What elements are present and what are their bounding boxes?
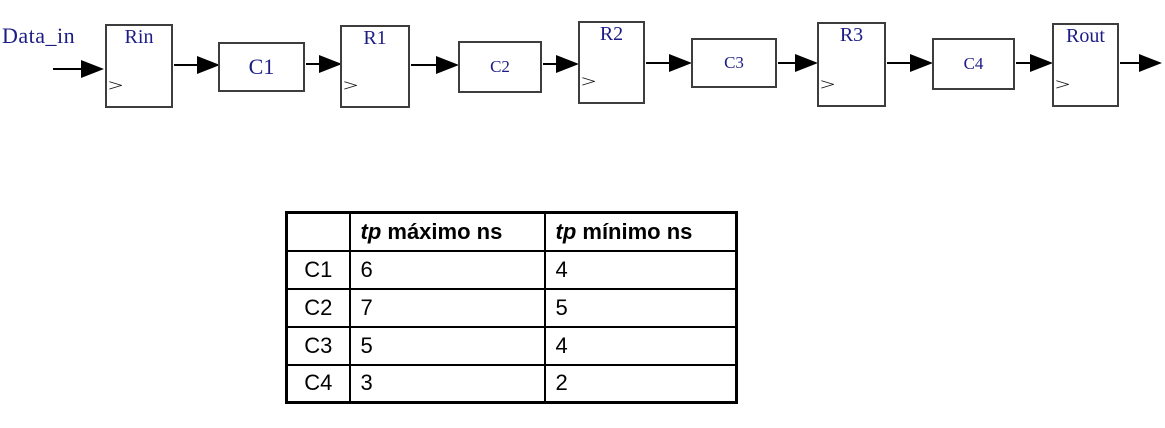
cell-tp-min: 4 <box>543 325 738 366</box>
arrow-head-icon <box>436 56 459 74</box>
arrow-tail <box>53 68 81 70</box>
comb-label: C4 <box>963 54 984 73</box>
comb-label: C3 <box>724 53 744 72</box>
arrow-tail <box>1120 62 1139 64</box>
comb-block-c4-box: C4 <box>932 38 1015 90</box>
cell-tp-max: 7 <box>348 287 546 328</box>
header-text: mínimo ns <box>576 218 693 244</box>
register-rout-box: Rout > <box>1052 23 1119 107</box>
arrow-head-icon <box>197 56 220 74</box>
arrow-tail <box>174 64 197 66</box>
col-header-tp-max: tp máximo ns <box>348 211 546 252</box>
table-row-c1: C1 6 4 <box>285 249 738 290</box>
cell-block-name: C2 <box>285 287 351 328</box>
arrow-rin-to-c1 <box>174 56 220 74</box>
cell-tp-min: 2 <box>543 363 738 404</box>
table-row-c3: C3 5 4 <box>285 325 738 366</box>
clock-input-icon: > <box>108 76 124 95</box>
cell-block-name: C1 <box>285 249 351 290</box>
table-header-row: tp máximo ns tp mínimo ns <box>285 211 738 252</box>
pipeline-diagram: Data_in Rin > C1 R1 > C2 R2 > C3 R3 > C4 <box>0 0 1165 180</box>
arrow-tail <box>306 63 319 65</box>
cell-tp-max: 3 <box>348 363 546 404</box>
comb-block-c2-box: C2 <box>458 41 542 93</box>
register-r3-box: R3 > <box>817 22 886 107</box>
arrow-head-icon <box>910 54 933 72</box>
col-header-empty <box>285 211 351 252</box>
arrow-tail <box>887 62 910 64</box>
arrow-head-icon <box>1139 54 1162 72</box>
arrow-r3-to-c4 <box>887 54 933 72</box>
register-r2-box: R2 > <box>578 21 645 104</box>
register-label: Rout <box>1066 25 1105 47</box>
clock-input-icon: > <box>820 75 836 94</box>
propagation-time-table: tp máximo ns tp mínimo ns C1 6 4 C2 7 5 … <box>285 211 738 404</box>
comb-label: C2 <box>490 57 510 76</box>
table-row-c2: C2 7 5 <box>285 287 738 328</box>
register-label: R1 <box>363 27 387 49</box>
arrow-tail <box>778 62 795 64</box>
arrow-c1-to-r1 <box>306 55 342 73</box>
arrow-data-out <box>1120 54 1162 72</box>
cell-block-name: C3 <box>285 325 351 366</box>
register-r1-box: R1 > <box>340 25 410 108</box>
arrow-tail <box>543 63 556 65</box>
comb-block-c1-box: C1 <box>218 42 305 92</box>
header-tp-symbol: tp <box>360 218 382 244</box>
clock-input-icon: > <box>1055 75 1071 94</box>
comb-block-c3-box: C3 <box>691 38 777 88</box>
arrow-c2-to-r2 <box>543 55 579 73</box>
header-tp-symbol: tp <box>555 218 577 244</box>
register-rin-box: Rin > <box>105 24 173 108</box>
data-in-label: Data_in <box>2 23 76 48</box>
arrow-r1-to-c2 <box>411 56 459 74</box>
arrow-c3-to-r3 <box>778 54 818 72</box>
clock-input-icon: > <box>343 76 359 95</box>
arrow-head-icon <box>1030 54 1053 72</box>
arrow-tail <box>1016 62 1030 64</box>
arrow-r2-to-c3 <box>646 54 692 72</box>
cell-tp-min: 5 <box>543 287 738 328</box>
cell-block-name: C4 <box>285 363 351 404</box>
comb-label: C1 <box>248 54 275 79</box>
col-header-tp-min: tp mínimo ns <box>543 211 738 252</box>
cell-tp-min: 4 <box>543 249 738 290</box>
register-label: R2 <box>599 23 624 45</box>
register-label: R3 <box>839 24 864 46</box>
cell-tp-max: 5 <box>348 325 546 366</box>
arrow-head-icon <box>319 55 342 73</box>
arrow-tail <box>646 62 669 64</box>
arrow-c4-to-rout <box>1016 54 1053 72</box>
arrow-head-icon <box>556 55 579 73</box>
table-row-c4: C4 3 2 <box>285 363 738 404</box>
arrow-head-icon <box>81 60 104 78</box>
register-label: Rin <box>124 26 154 48</box>
header-text: máximo ns <box>381 218 503 244</box>
arrow-tail <box>411 64 436 66</box>
arrow-datain-to-rin <box>53 60 104 78</box>
arrow-head-icon <box>669 54 692 72</box>
arrow-head-icon <box>795 54 818 72</box>
clock-input-icon: > <box>581 72 597 91</box>
cell-tp-max: 6 <box>348 249 546 290</box>
